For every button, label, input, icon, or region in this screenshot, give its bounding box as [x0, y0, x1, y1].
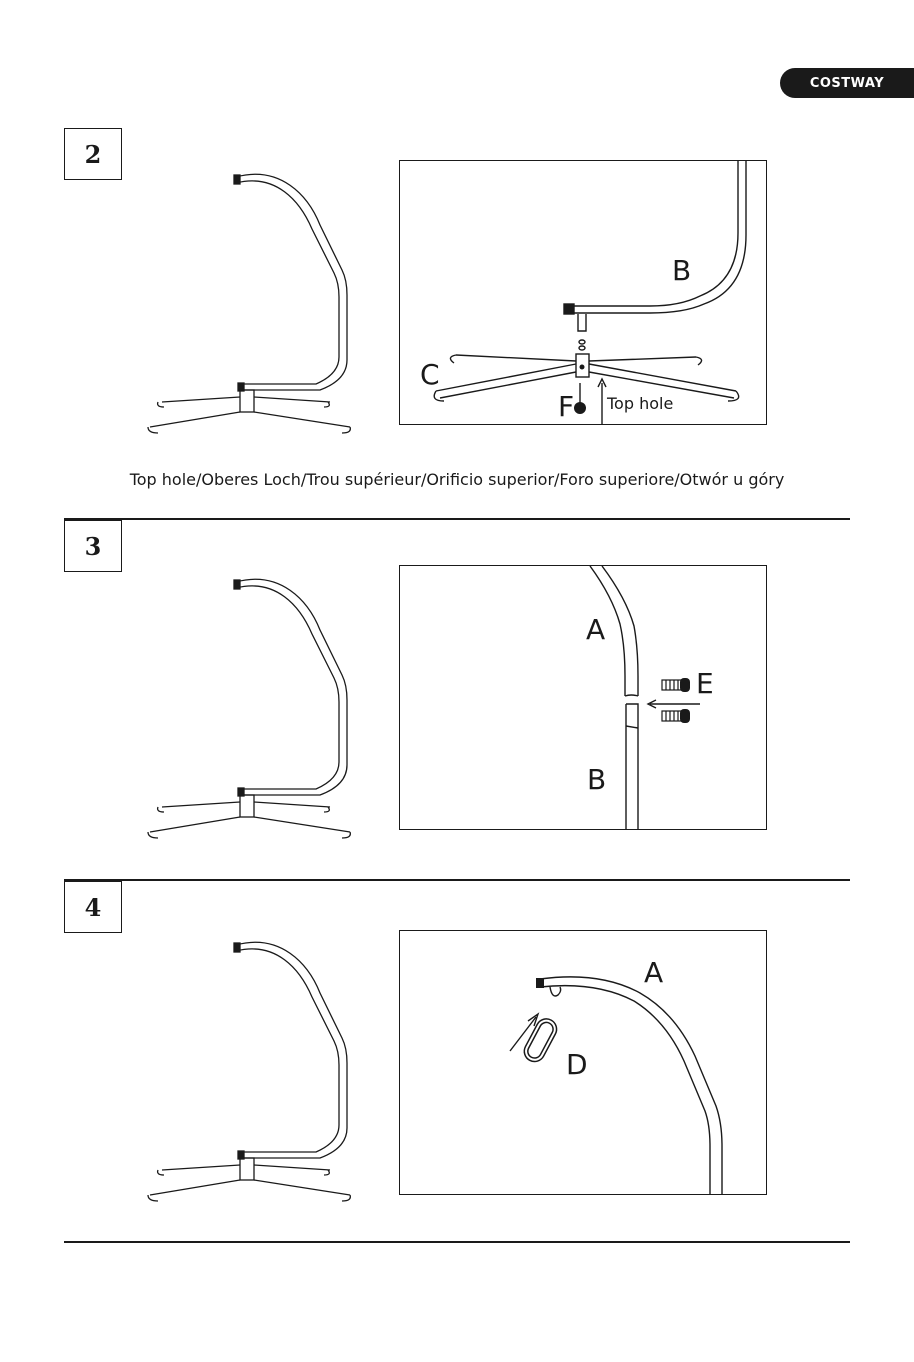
stand-frame-icon — [140, 125, 360, 435]
step-4-detail-panel: A D — [399, 930, 767, 1195]
section-divider — [64, 879, 850, 881]
brand-logo: COSTWAY — [780, 68, 914, 98]
section-divider — [64, 518, 850, 520]
part-label-a: A — [644, 959, 663, 987]
step-2-assembly-icon — [400, 161, 767, 425]
step-number-4: 4 — [64, 881, 122, 933]
section-divider — [64, 1241, 850, 1243]
part-label-e: E — [696, 670, 714, 698]
part-label-b: B — [672, 257, 691, 285]
step-3-detail-panel: A E B — [399, 565, 767, 830]
step-number-3: 3 — [64, 520, 122, 572]
bolt-icon — [574, 402, 586, 414]
step-2-detail-panel: B C F Top hole — [399, 160, 767, 425]
part-label-a: A — [586, 616, 605, 644]
stand-frame-icon — [140, 530, 360, 840]
top-hole-callout: Top hole — [607, 396, 673, 412]
step-number-2: 2 — [64, 128, 122, 180]
part-label-c: C — [420, 361, 440, 389]
part-label-b: B — [587, 766, 606, 794]
part-label-d: D — [566, 1051, 588, 1079]
carabiner-icon — [523, 1018, 558, 1063]
part-label-f: F — [558, 393, 574, 421]
top-hole-caption: Top hole/Oberes Loch/Trou supérieur/Orif… — [64, 470, 850, 489]
bolt-icon — [662, 678, 690, 692]
stand-frame-icon — [140, 893, 360, 1203]
bolt-icon — [662, 709, 690, 723]
